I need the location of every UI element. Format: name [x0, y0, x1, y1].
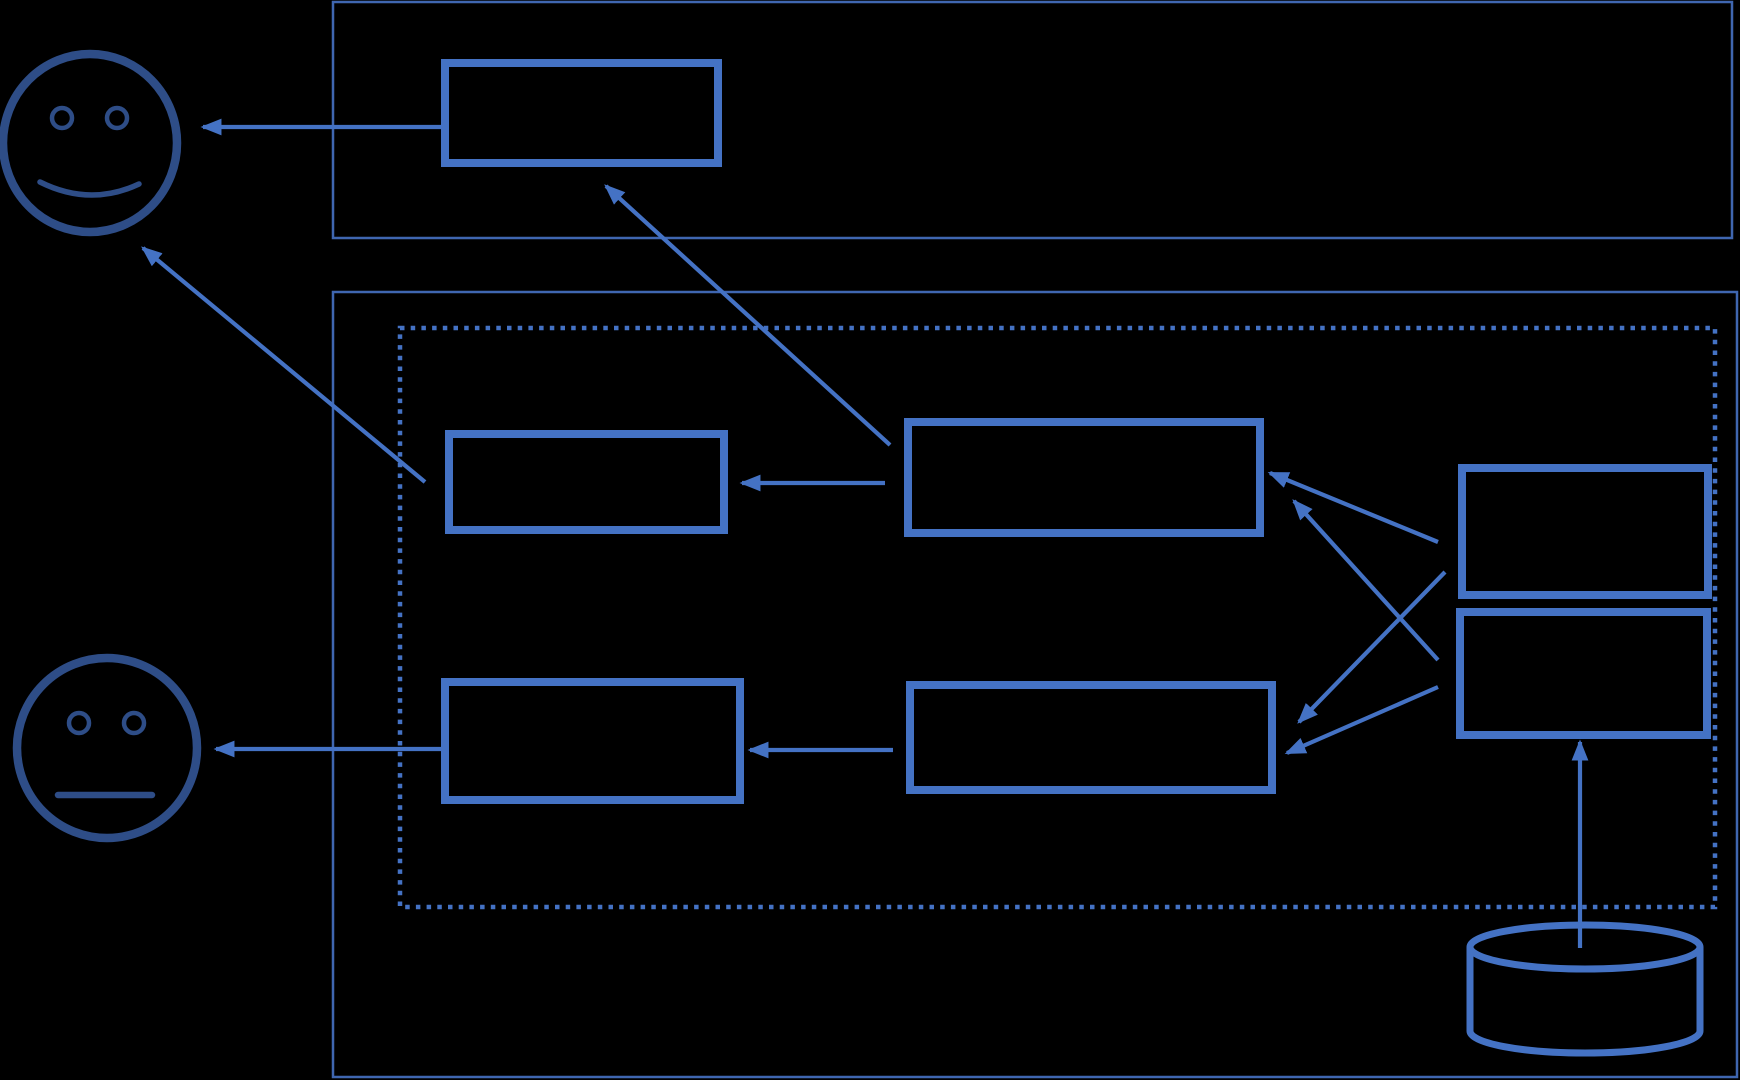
database-cylinder-icon-body: [1466, 947, 1704, 1057]
happy-user-icon-smile-mouth: [37, 179, 142, 198]
happy-user-icon: [0, 49, 182, 237]
neutral-user-icon-right-eye: [121, 710, 147, 736]
neutral-user-icon-face: [12, 653, 202, 843]
arrow-uppermiddle-to-topbox: [604, 184, 892, 447]
top-process-box: [441, 59, 722, 167]
arrow-rightupper-to-lowermiddle: [1297, 570, 1447, 724]
arrow-rightupper-to-uppermiddle: [1267, 471, 1439, 544]
database-cylinder-icon: [1466, 921, 1704, 1057]
dashed-boundary: [397, 325, 1718, 910]
right-upper-box: [1458, 464, 1712, 599]
arrow-rightlower-to-uppermiddle: [1292, 499, 1440, 662]
upper-left-process-box: [445, 430, 728, 534]
neutral-user-icon: [12, 653, 202, 843]
lower-left-process-box: [441, 678, 744, 804]
lower-middle-process-box: [906, 681, 1276, 794]
happy-user-icon-face: [0, 49, 182, 237]
arrow-upperleft-to-happy-user: [141, 246, 427, 484]
bottom-lane-container: [331, 290, 1739, 1079]
right-lower-box: [1456, 608, 1711, 739]
happy-user-icon-left-eye: [49, 105, 75, 131]
upper-middle-process-box: [904, 418, 1264, 537]
database-cylinder-icon-top: [1466, 921, 1704, 973]
top-lane-container: [331, 0, 1734, 240]
arrow-rightlower-to-lowermiddle: [1284, 685, 1439, 755]
happy-user-icon-right-eye: [104, 105, 130, 131]
neutral-user-icon-left-eye: [66, 710, 92, 736]
